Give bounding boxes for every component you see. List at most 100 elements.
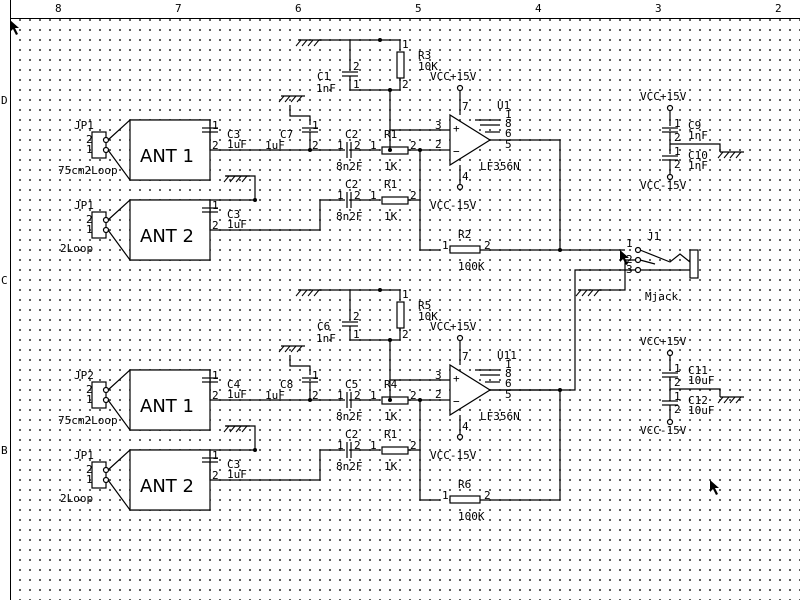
opamp-u11[interactable] — [449, 363, 492, 417]
pin-label: 2 — [86, 463, 93, 476]
pin-label: 1 — [312, 369, 319, 382]
pin-label: 2 — [353, 60, 360, 73]
connector-jp1[interactable] — [91, 461, 107, 489]
antenna-label: ANT 2 — [140, 226, 194, 247]
pin-label: 6 — [505, 377, 512, 390]
component-value: 1uF — [227, 218, 247, 231]
pin-label: 1 — [353, 78, 360, 91]
pin-label: 1 — [337, 389, 344, 402]
resistor-r1[interactable] — [381, 196, 409, 205]
component-value: 8n2F — [336, 210, 363, 223]
antenna-box[interactable] — [129, 119, 211, 181]
jack-j1[interactable]: J1 1 2 3 Mjack — [485, 230, 699, 391]
component-ref: C1 — [317, 70, 330, 83]
pin-label: 2 — [674, 131, 681, 144]
pin-label: 2 — [402, 78, 409, 91]
supply-label: VCC+15V — [640, 90, 687, 103]
component-desc: 2Loop — [60, 492, 93, 505]
pin-label: 2 — [354, 389, 361, 402]
pin-label: 2 — [674, 403, 681, 416]
component-ref: JP1 — [74, 199, 94, 212]
component-value: 1nF — [316, 82, 336, 95]
ruler-mark: 5 — [415, 2, 422, 15]
resistor-r2[interactable] — [449, 245, 481, 254]
pin-label: 1 — [86, 393, 93, 406]
pin-label: 3 — [435, 369, 442, 382]
pin-label: 8 — [505, 117, 512, 130]
connector-jp1[interactable] — [91, 131, 107, 159]
component-ref: R3 — [418, 49, 431, 62]
component-ref: C3 — [227, 458, 240, 471]
pin-label: 1 — [312, 119, 319, 132]
component-ref: C3 — [227, 128, 240, 141]
component-value: 1nF — [688, 159, 708, 172]
component-value: 1uF — [227, 138, 247, 151]
pin-label: 2 — [435, 138, 442, 151]
resistor-r1[interactable] — [381, 446, 409, 455]
connector-jp1[interactable] — [91, 211, 107, 239]
pin-label: 2 — [354, 439, 361, 452]
pin-label: 1 — [86, 473, 93, 486]
pin-label: 1 — [212, 199, 219, 212]
component-value: 1K — [384, 410, 398, 423]
ruler-mark: C — [1, 274, 8, 287]
arrow-cursor-icon — [710, 480, 719, 495]
pin-label: 1 — [337, 439, 344, 452]
resistor-r4[interactable] — [381, 396, 409, 405]
svg-text:+: + — [453, 372, 460, 385]
component-value: 10K — [418, 310, 438, 323]
pin-label: 1 — [353, 328, 360, 341]
pin-label: 2 — [410, 439, 417, 452]
pin-label: 2 — [410, 389, 417, 402]
opamp-u1[interactable] — [449, 113, 492, 167]
pin-label: 1 — [337, 139, 344, 152]
pin-label: 3 — [626, 263, 633, 276]
pin-label: 1 — [370, 189, 377, 202]
component-ref: R1 — [384, 178, 397, 191]
resistor-r6[interactable] — [449, 495, 481, 504]
antenna-box[interactable] — [129, 199, 211, 261]
component-value: LF356N — [480, 160, 520, 173]
pin-label: 2 — [312, 389, 319, 402]
antenna-box[interactable] — [129, 369, 211, 431]
component-ref: JP2 — [74, 369, 94, 382]
component-ref: U11 — [497, 349, 517, 362]
top-circuit: JP1 2 1 75cm2Loop ANT 1 JP1 2 1 2Loop AN… — [58, 38, 625, 273]
resistor-r1[interactable] — [381, 146, 409, 155]
ruler-mark: 3 — [655, 2, 662, 15]
pin-label: 2 — [354, 139, 361, 152]
pin-label: 2 — [353, 310, 360, 323]
component-ref: C3 — [227, 208, 240, 221]
component-value: 1K — [384, 160, 398, 173]
antenna-box[interactable] — [129, 449, 211, 511]
pin-label: 2 — [410, 139, 417, 152]
component-ref: C10 — [688, 149, 708, 162]
component-value: 1uF — [227, 468, 247, 481]
component-value: 8n2F — [336, 410, 363, 423]
component-ref: C2 — [345, 128, 358, 141]
supply-label: VCC-15V — [640, 179, 687, 192]
component-value: 1uF — [227, 388, 247, 401]
pin-label: 4 — [462, 170, 469, 183]
pin-label: 2 — [86, 383, 93, 396]
pin-label: 2 — [410, 189, 417, 202]
component-ref: C11 — [688, 364, 708, 377]
pin-label: 2 — [674, 158, 681, 171]
pin-label: 1 — [442, 489, 449, 502]
pin-label: 3 — [435, 119, 442, 132]
svg-text:+: + — [453, 122, 460, 135]
pin-label: 2 — [354, 189, 361, 202]
supply-label: VCC+15V — [430, 70, 477, 83]
component-ref: C2 — [345, 178, 358, 191]
pin-label: 1 — [337, 189, 344, 202]
connector-jp2[interactable] — [91, 381, 107, 409]
pin-label: 5 — [505, 388, 512, 401]
component-ref: C5 — [345, 378, 358, 391]
resistor-r5[interactable] — [396, 301, 405, 329]
component-ref: C4 — [227, 378, 241, 391]
resistor-r3[interactable] — [396, 51, 405, 79]
component-value: 10K — [418, 60, 438, 73]
pin-label: 1 — [674, 145, 681, 158]
